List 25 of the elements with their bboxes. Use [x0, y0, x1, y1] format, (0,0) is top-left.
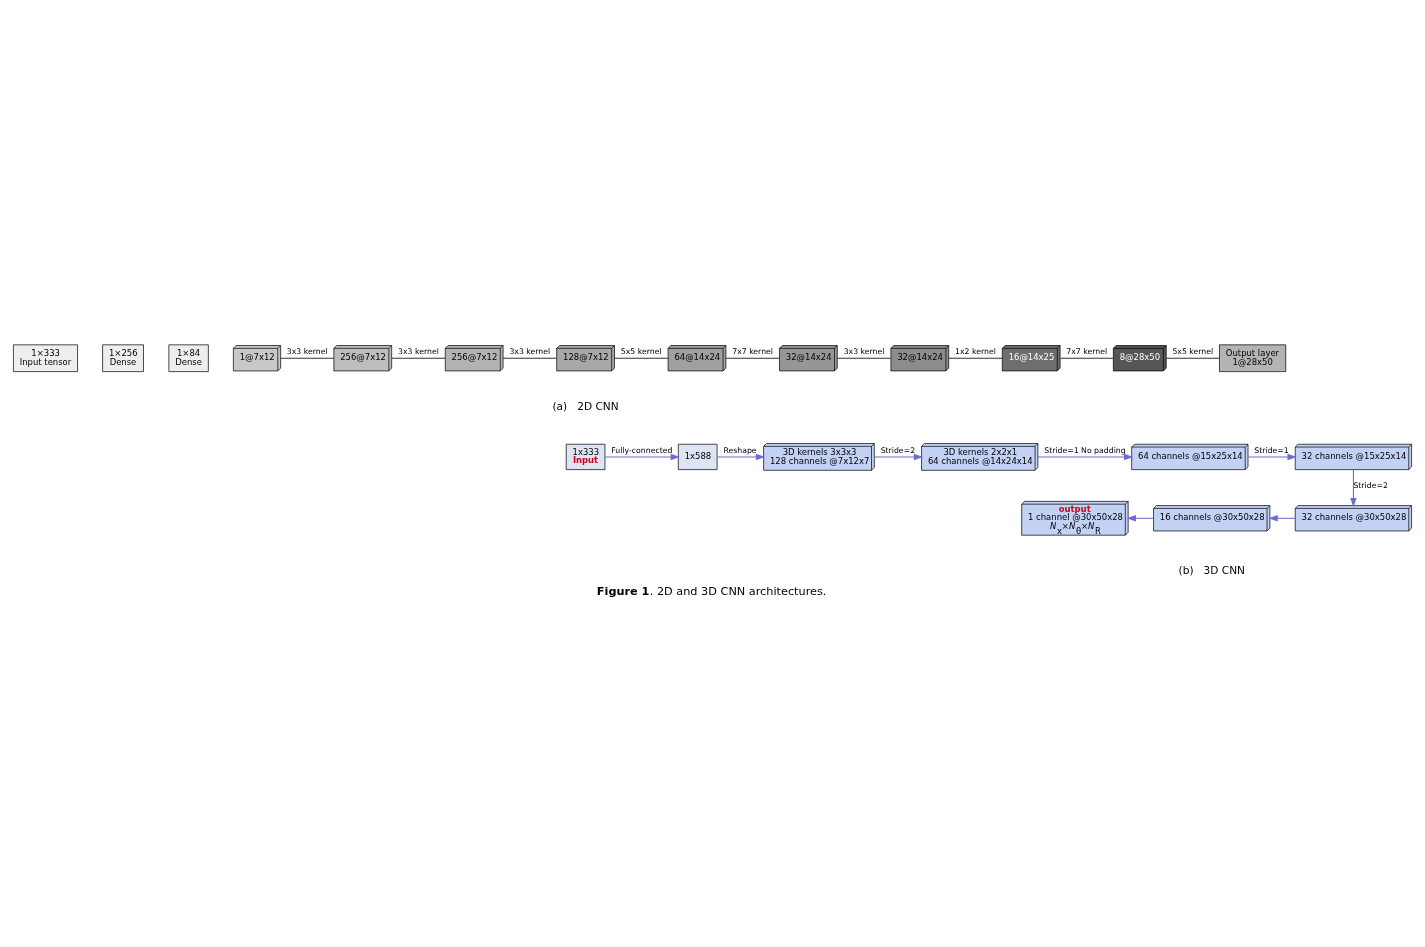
node-box: Output layer 1@28x50	[1219, 344, 1287, 372]
label: (a) 2D CNN	[552, 400, 619, 413]
arrow	[1350, 469, 1357, 508]
arrow	[1247, 453, 1297, 461]
node-box: 1x588	[677, 443, 718, 470]
connector	[391, 357, 446, 359]
connector	[614, 357, 669, 359]
caption: Figure 1. 2D and 3D CNN architectures.	[596, 584, 827, 598]
node-box: 1×256 Dense	[102, 344, 144, 372]
connector	[1165, 357, 1220, 359]
connector	[725, 357, 780, 359]
label: (b) 3D CNN	[1178, 563, 1245, 576]
node-box: 1x333 Input	[565, 443, 606, 470]
arrow	[1126, 515, 1154, 522]
node-box: 1×333 Input tensor	[13, 344, 78, 372]
arrow	[716, 453, 765, 461]
connector	[502, 357, 558, 359]
connector	[948, 357, 1003, 359]
node-box: 1×84 Dense	[168, 344, 209, 372]
arrow	[1037, 453, 1134, 461]
arrow	[604, 453, 680, 461]
connector	[1059, 357, 1114, 359]
connector	[280, 357, 335, 359]
arrow	[874, 453, 924, 461]
connector	[836, 357, 892, 359]
